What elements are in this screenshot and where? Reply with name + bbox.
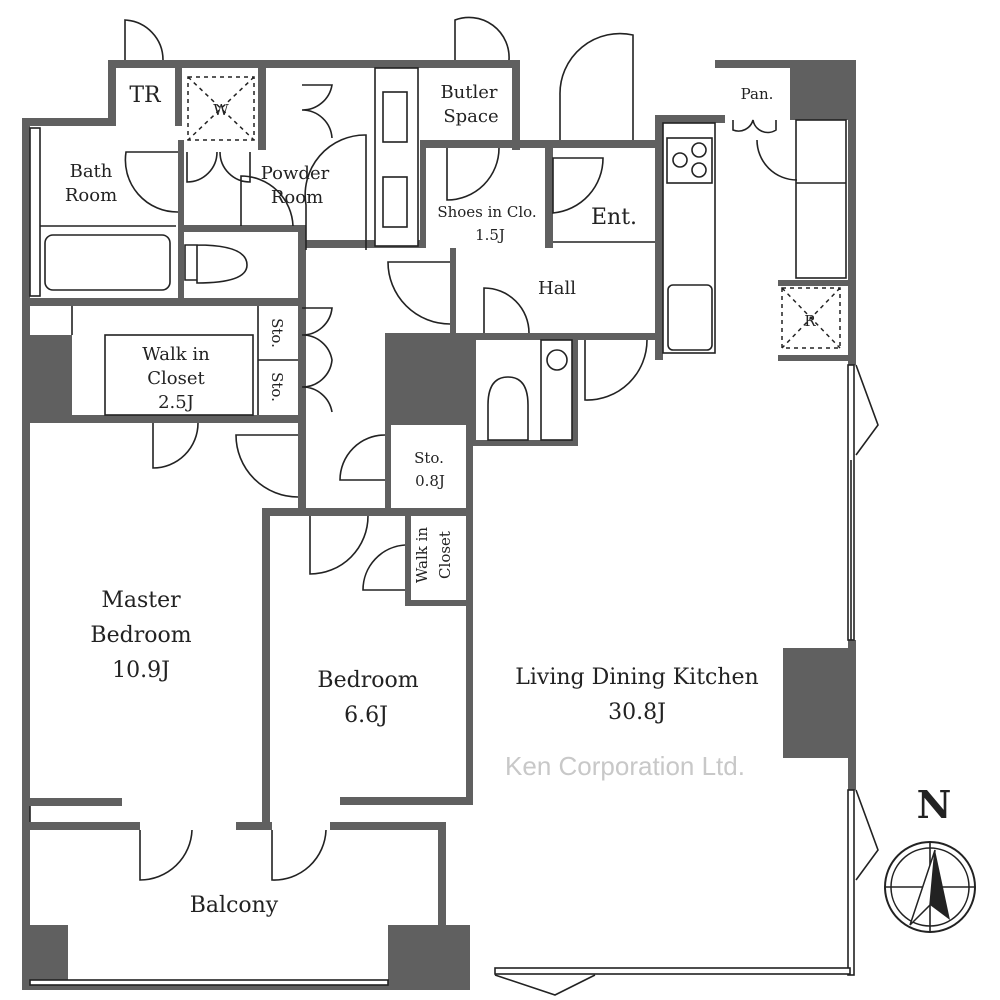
label-wic-3: 2.5J xyxy=(158,392,194,413)
wall xyxy=(450,248,456,333)
wall xyxy=(22,118,112,126)
wall xyxy=(438,822,446,927)
label-master-3: 10.9J xyxy=(112,658,170,683)
wall xyxy=(655,115,725,123)
label-bath-1: Bath xyxy=(70,161,113,182)
wall xyxy=(655,115,663,360)
wall xyxy=(715,60,855,68)
wall xyxy=(388,925,470,990)
compass-north-label: N xyxy=(917,782,952,827)
label-wic-bedroom-2: Closet xyxy=(436,531,454,579)
label-pantry: Pan. xyxy=(741,85,774,103)
wall xyxy=(22,798,122,806)
wall xyxy=(420,140,660,148)
label-storage-1: Sto. xyxy=(268,318,286,348)
label-sto-small-2: 0.8J xyxy=(415,472,445,490)
wall xyxy=(258,60,266,150)
wall xyxy=(405,600,473,606)
compass-icon: N xyxy=(884,782,976,933)
label-wic-bedroom-1: Walk in xyxy=(413,527,431,584)
wall xyxy=(778,280,848,286)
sink-icon xyxy=(667,284,713,351)
wall xyxy=(385,333,470,425)
refrigerator-space xyxy=(781,287,841,349)
fixtures xyxy=(29,67,847,822)
label-hall: Hall xyxy=(538,278,576,299)
label-tr: TR xyxy=(129,83,162,108)
label-storage-2: Sto. xyxy=(268,372,286,402)
windows xyxy=(29,364,855,986)
wall xyxy=(783,648,848,758)
label-wic-1: Walk in xyxy=(142,344,210,365)
wall xyxy=(790,60,855,120)
wall xyxy=(572,333,578,445)
wall xyxy=(470,333,476,445)
label-balcony: Balcony xyxy=(190,893,279,918)
wall xyxy=(22,822,140,830)
wall xyxy=(466,420,473,805)
walls xyxy=(22,60,856,990)
watermark: Ken Corporation Ltd. xyxy=(505,751,745,781)
label-powder-1: Powder xyxy=(261,163,330,184)
wall xyxy=(340,797,473,805)
wall xyxy=(470,440,578,446)
washer-space xyxy=(187,76,255,141)
wall xyxy=(512,60,520,150)
label-washer: W xyxy=(213,101,229,119)
wall xyxy=(405,510,411,605)
label-master-2: Bedroom xyxy=(90,623,191,648)
label-shoes-1: Shoes in Clo. xyxy=(437,203,536,221)
wall xyxy=(778,355,848,361)
wall xyxy=(108,60,520,68)
toilet-powder xyxy=(184,244,248,284)
label-powder-2: Room xyxy=(271,187,323,208)
label-ldk-1: Living Dining Kitchen xyxy=(515,665,758,690)
label-shoes-2: 1.5J xyxy=(475,226,505,244)
wall xyxy=(298,225,306,510)
toilet-hall xyxy=(487,376,529,441)
label-butler-1: Butler xyxy=(440,82,497,103)
doors xyxy=(124,16,879,996)
label-master-1: Master xyxy=(101,588,181,613)
label-bedroom-1: Bedroom xyxy=(317,668,418,693)
wall xyxy=(385,425,391,510)
wall xyxy=(22,118,30,990)
label-wic-2: Closet xyxy=(147,368,205,389)
wall xyxy=(22,415,306,423)
wall xyxy=(236,822,272,830)
wall xyxy=(22,298,306,306)
wall xyxy=(262,508,270,830)
wall xyxy=(108,60,116,126)
label-sto-small-1: Sto. xyxy=(414,449,444,467)
label-butler-2: Space xyxy=(443,106,498,127)
label-bath-2: Room xyxy=(65,185,117,206)
wall xyxy=(848,640,856,790)
wall xyxy=(30,335,72,420)
wall xyxy=(848,60,856,365)
wall xyxy=(178,225,306,232)
wall xyxy=(298,240,420,248)
wall xyxy=(262,508,472,516)
wall xyxy=(420,140,426,248)
label-refrigerator: R xyxy=(804,312,816,330)
wall xyxy=(175,60,182,126)
wall xyxy=(22,985,390,990)
label-bedroom-2: 6.6J xyxy=(344,703,388,728)
wall xyxy=(178,140,184,300)
label-ldk-2: 30.8J xyxy=(608,700,666,725)
wall xyxy=(470,333,662,340)
wall xyxy=(330,822,446,830)
wall xyxy=(545,140,553,248)
wall xyxy=(30,925,68,990)
label-entrance: Ent. xyxy=(591,205,637,230)
bathtub xyxy=(44,234,171,291)
